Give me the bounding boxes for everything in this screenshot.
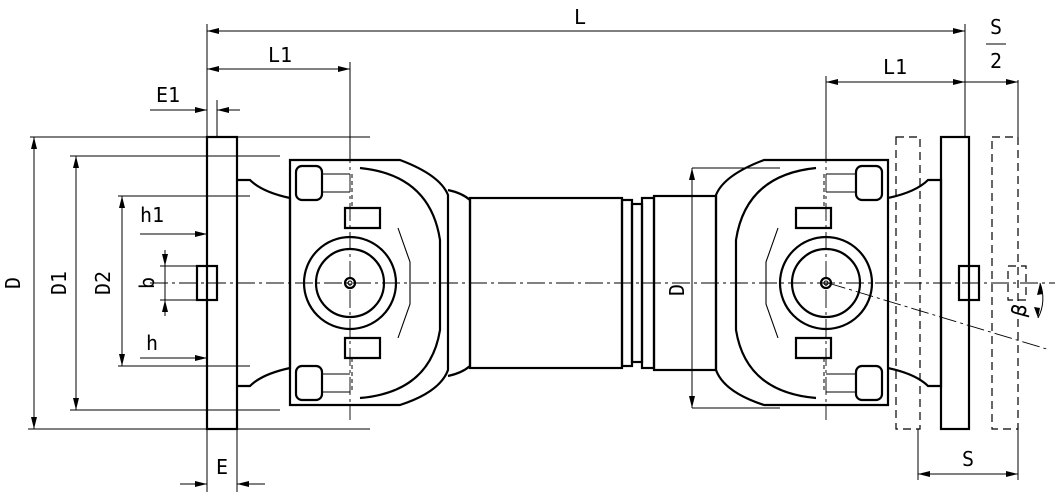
dimension-labels: L L1 L1 S 2 E1 E D D1 D2 h1 b h D S β [1, 5, 1032, 479]
label-D1: D1 [47, 271, 71, 295]
center-shaft [447, 188, 718, 378]
label-beta: β [1006, 301, 1032, 319]
telescoped-positions [895, 136, 1027, 430]
right-flange [887, 135, 981, 431]
label-h: h [146, 331, 158, 355]
label-D-mid: D [665, 284, 689, 296]
label-L1-right: L1 [883, 55, 907, 79]
label-E: E [216, 455, 228, 479]
label-S: S [962, 447, 974, 471]
label-L1-left: L1 [268, 43, 292, 67]
label-D: D [1, 277, 25, 289]
label-D2: D2 [91, 271, 115, 295]
label-L: L [574, 5, 586, 29]
centerlines [150, 145, 1055, 420]
label-S-half-numerator: S [990, 15, 1002, 39]
right-yoke [714, 158, 890, 407]
dimension-lines [31, 28, 1044, 487]
label-b: b [135, 277, 159, 289]
extension-lines [28, 24, 1019, 492]
left-yoke [288, 158, 450, 407]
label-E1: E1 [156, 83, 180, 107]
label-h1: h1 [140, 203, 164, 227]
label-S-half-denominator: 2 [990, 49, 1002, 73]
